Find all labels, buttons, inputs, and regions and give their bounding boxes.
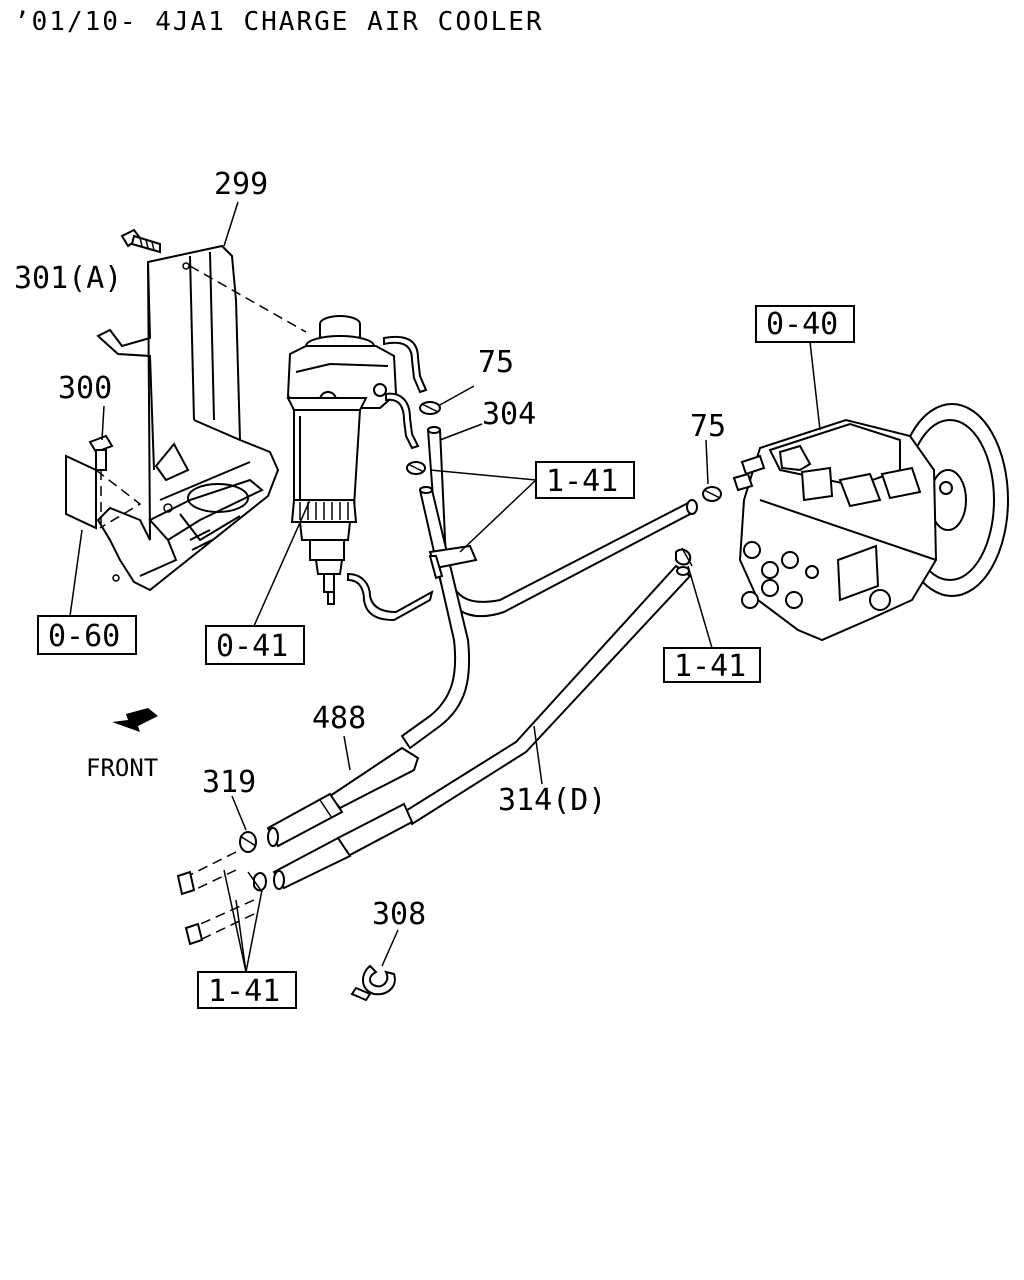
clamp-141-right	[675, 547, 693, 567]
part-label-300: 300	[58, 371, 112, 406]
front-arrow-icon	[112, 708, 158, 732]
svg-text:1-41: 1-41	[674, 649, 746, 684]
ref-box-0-41: 0-41	[205, 625, 305, 665]
pipe-clip-tab	[428, 555, 444, 580]
ref-box-0-40: 0-40	[755, 305, 855, 343]
diagram-title: ’01/10- 4JA1 CHARGE AIR COOLER	[14, 7, 544, 37]
bolt-301a	[120, 228, 161, 254]
hose-488-lower	[272, 802, 414, 890]
clamp-308	[350, 964, 396, 1002]
part-label-75-top: 75	[478, 345, 514, 380]
part-label-75-right: 75	[690, 409, 726, 444]
pipe-stubs	[176, 851, 255, 946]
part-label-304: 304	[482, 397, 536, 432]
bolt-300	[65, 434, 142, 530]
part-label-319: 319	[202, 765, 256, 800]
svg-text:0-40: 0-40	[766, 307, 838, 342]
svg-text:1-41: 1-41	[208, 974, 280, 1009]
part-label-488: 488	[312, 701, 366, 736]
clamp-75-right	[702, 486, 722, 502]
part-label-301a: 301(A)	[14, 261, 122, 296]
ref-box-1-41-top: 1-41	[535, 461, 635, 499]
svg-text:0-60: 0-60	[48, 619, 120, 654]
part-label-299: 299	[214, 167, 268, 202]
injection-pump-assembly	[732, 403, 1009, 642]
clamp-319	[239, 831, 268, 893]
bracket-299	[96, 244, 280, 592]
hose-488-upper	[266, 746, 420, 848]
part-label-314d: 314(D)	[498, 783, 606, 818]
fuel-filter-assembly	[286, 315, 434, 622]
svg-text:0-41: 0-41	[216, 629, 288, 664]
svg-text:1-41: 1-41	[546, 464, 618, 499]
ref-box-1-41-right: 1-41	[663, 647, 761, 684]
clamp-141-top	[406, 461, 426, 475]
ref-box-1-41-bottom: 1-41	[197, 971, 297, 1009]
leader-lines	[69, 201, 821, 973]
clamp-75-top	[419, 401, 441, 415]
front-label: FRONT	[86, 754, 158, 782]
part-label-308: 308	[372, 897, 426, 932]
bolt-301a-dashline	[189, 265, 307, 333]
ref-box-0-60: 0-60	[37, 615, 137, 655]
